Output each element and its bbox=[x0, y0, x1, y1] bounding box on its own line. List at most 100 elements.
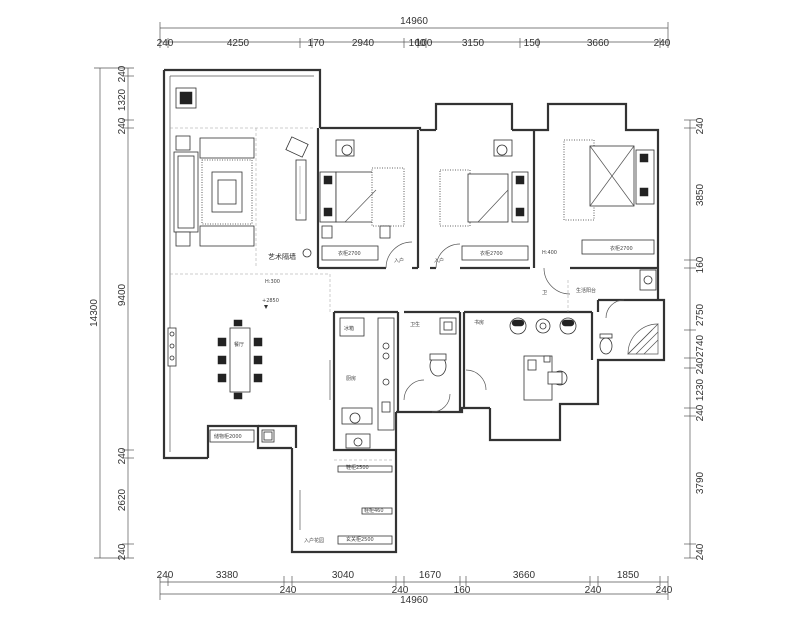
counter-icon bbox=[377, 317, 395, 431]
wardrobe-3-label: 衣柜2700 bbox=[610, 245, 633, 252]
entry-b-label: 入户 bbox=[434, 257, 444, 264]
bottom-seg-1: 240 bbox=[157, 570, 174, 581]
plant-icon bbox=[302, 248, 312, 258]
height-300-label: H:300 bbox=[265, 279, 280, 285]
bottom-seg-11: 240 bbox=[656, 585, 673, 596]
bottom-seg-5: 240 bbox=[392, 585, 409, 596]
bedroom-2: 衣柜2700 入户 bbox=[434, 139, 529, 269]
right-seg-3: 160 bbox=[695, 256, 706, 273]
right-seg-5: 2740 bbox=[695, 334, 706, 357]
sink-icon bbox=[382, 378, 390, 386]
master-toilet-icon bbox=[599, 337, 613, 355]
guide-lines bbox=[170, 127, 569, 461]
wardrobe-2-label: 衣柜2700 bbox=[480, 250, 503, 257]
top-seg-2: 4250 bbox=[227, 38, 250, 49]
top-seg-3: 170 bbox=[308, 38, 325, 49]
left-seg-7: 240 bbox=[117, 543, 128, 560]
bottom-seg-8: 3660 bbox=[513, 570, 536, 581]
top-seg-7: 3150 bbox=[462, 38, 485, 49]
living-room: 艺术隔墙 H:300 +2850 bbox=[173, 87, 312, 309]
washer-icon bbox=[349, 412, 361, 424]
stove-icon bbox=[382, 342, 390, 350]
bottom-seg-7: 160 bbox=[454, 585, 471, 596]
dining-label: 餐厅 bbox=[234, 341, 244, 348]
bed-rug-icon bbox=[371, 167, 405, 227]
cabinet-2500-label: 鞋柜2500 bbox=[346, 464, 369, 471]
master-bedroom: 衣柜2700 H:400 bbox=[542, 139, 655, 295]
balcony-label: 生活阳台 bbox=[576, 287, 596, 294]
right-seg-1: 240 bbox=[695, 117, 706, 134]
exterior-walls bbox=[162, 68, 666, 554]
wardrobe-2-icon bbox=[461, 245, 529, 261]
bed-2-icon bbox=[467, 173, 509, 223]
top-seg-8: 150 bbox=[524, 38, 541, 49]
bathroom: 卫生 bbox=[403, 317, 457, 413]
entry-a-label: 入户 bbox=[394, 257, 404, 264]
dining-area: 餐厅 储物柜2000 bbox=[167, 319, 275, 443]
cabinet-entry-label: 玄关柜2500 bbox=[346, 536, 374, 543]
wardrobe-1-label: 衣柜2700 bbox=[338, 250, 361, 257]
fridge-label: 冰箱 bbox=[344, 325, 354, 332]
entry-corridor: 鞋柜2500 鞋柜460 玄关柜2500 入户花园 bbox=[299, 464, 393, 545]
bottom-seg-4: 3040 bbox=[332, 570, 355, 581]
right-seg-4: 2750 bbox=[695, 303, 706, 326]
interior-walls bbox=[206, 128, 658, 452]
bottom-seg-9: 240 bbox=[585, 585, 602, 596]
sofa-top-icon bbox=[199, 137, 255, 159]
storage-cabinet-icon bbox=[209, 429, 255, 443]
fridge-icon bbox=[339, 317, 365, 337]
entry-cabinet-icon bbox=[337, 535, 393, 545]
art-wall-label: 艺术隔墙 bbox=[268, 252, 296, 261]
bottom-seg-10: 1850 bbox=[617, 570, 640, 581]
top-seg-9: 3660 bbox=[587, 38, 610, 49]
right-dimension-chain: 240 3850 160 2750 2740 240 1230 240 3790… bbox=[684, 117, 706, 560]
left-seg-2: 1320 bbox=[117, 88, 128, 111]
top-seg-6: 100 bbox=[416, 38, 433, 49]
height-400-label: H:400 bbox=[542, 250, 557, 256]
right-seg-6: 240 bbox=[695, 357, 706, 374]
kitchen: 冰箱 厨房 bbox=[329, 317, 395, 449]
bottom-seg-6: 1670 bbox=[419, 570, 442, 581]
right-seg-7: 1230 bbox=[695, 378, 706, 401]
bottom-dimension-chain: 240 3380 240 3040 240 1670 160 3660 240 … bbox=[157, 570, 673, 606]
master-bath: 卫 生活阳台 bbox=[542, 269, 659, 355]
top-dimension-chain: 14960 240 4250 170 2940 160 100 3150 150… bbox=[157, 16, 671, 49]
bottom-seg-2: 3380 bbox=[216, 570, 239, 581]
top-seg-4: 2940 bbox=[352, 38, 375, 49]
wardrobe-3-icon bbox=[581, 239, 655, 255]
master-rug-icon bbox=[563, 139, 595, 221]
bottom-total: 14960 bbox=[400, 595, 428, 606]
right-seg-8: 240 bbox=[695, 404, 706, 421]
bed-icon bbox=[335, 171, 377, 223]
bottom-seg-3: 240 bbox=[280, 585, 297, 596]
top-seg-5: 160 bbox=[409, 38, 426, 49]
left-seg-5: 240 bbox=[117, 447, 128, 464]
entry-hall-label: 入户花园 bbox=[304, 537, 324, 544]
top-total: 14960 bbox=[400, 16, 428, 27]
cabinet-2000-label: 储物柜2000 bbox=[214, 433, 242, 440]
right-seg-2: 3850 bbox=[695, 183, 706, 206]
left-dimension-chain: 14300 240 1320 240 9400 240 2620 240 bbox=[89, 65, 134, 560]
top-seg-1: 240 bbox=[157, 38, 174, 49]
height-2850-label: +2850 bbox=[262, 298, 279, 304]
left-seg-4: 9400 bbox=[117, 283, 128, 306]
dining-table-icon bbox=[229, 327, 251, 393]
study-label: 书房 bbox=[474, 319, 484, 326]
bath-label: 卫生 bbox=[410, 321, 420, 328]
wardrobe-1-icon bbox=[321, 245, 379, 261]
bath-2-label: 卫 bbox=[542, 290, 547, 296]
kitchen-label: 厨房 bbox=[346, 375, 356, 382]
shoe-cabinet-icon bbox=[337, 465, 393, 473]
tv-cabinet-icon bbox=[295, 159, 307, 221]
left-seg-1: 240 bbox=[117, 65, 128, 82]
right-seg-10: 240 bbox=[695, 543, 706, 560]
right-seg-9: 3790 bbox=[695, 471, 706, 494]
study: 书房 bbox=[465, 317, 577, 401]
left-seg-6: 2620 bbox=[117, 488, 128, 511]
bed-2-rug-icon bbox=[439, 169, 471, 227]
bedroom-1: 衣柜2700 入户 bbox=[319, 139, 413, 269]
left-total: 14300 bbox=[89, 299, 100, 327]
left-seg-3: 240 bbox=[117, 117, 128, 134]
cabinet-460-label: 鞋柜460 bbox=[364, 507, 384, 514]
